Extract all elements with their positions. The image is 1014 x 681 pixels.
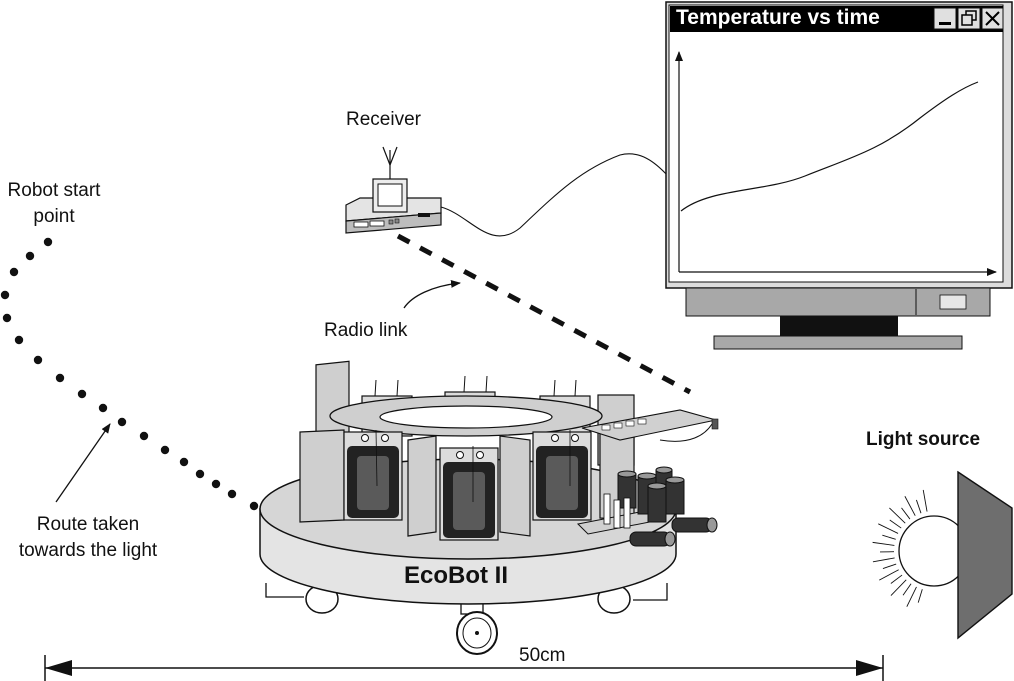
radio-link-beam <box>396 233 692 395</box>
temperature-curve <box>680 81 979 212</box>
capacitors <box>603 466 718 547</box>
light-ray <box>902 583 912 596</box>
route-dot <box>2 313 12 323</box>
receiver-cable <box>440 153 669 237</box>
light-ray <box>882 563 897 570</box>
light-ray <box>889 519 902 529</box>
light-ray <box>879 569 899 581</box>
robot-start-label-line2: point <box>33 206 75 227</box>
light-ray <box>904 496 916 516</box>
light-ray <box>890 579 907 596</box>
receiver-device <box>345 146 442 234</box>
fuel-cell <box>343 429 403 521</box>
light-ray <box>872 541 895 546</box>
route-dot <box>33 355 43 365</box>
fuel-cell <box>439 446 499 541</box>
route-dot <box>211 479 221 489</box>
route-pointer-arrow <box>55 423 111 503</box>
light-ray <box>906 586 917 607</box>
route-dot <box>227 489 237 499</box>
route-dot <box>14 335 24 345</box>
light-ray <box>872 557 895 563</box>
light-ray <box>882 534 896 540</box>
route-dot <box>160 445 170 455</box>
robot-route-path <box>0 237 259 511</box>
light-ray <box>922 489 928 512</box>
robot-name-label: EcoBot II <box>404 562 509 589</box>
route-dot <box>139 431 149 441</box>
window-title: Temperature vs time <box>676 6 880 29</box>
receiver-label: Receiver <box>346 109 421 130</box>
fuel-cell <box>532 430 592 521</box>
light-ray <box>915 499 922 514</box>
light-ray <box>878 523 899 534</box>
restore-icon[interactable] <box>957 7 981 30</box>
route-label: Route taken towards the light <box>2 512 174 564</box>
light-source-lamp <box>872 470 1013 640</box>
route-label-line2: towards the light <box>18 540 158 561</box>
light-source-label: Light source <box>866 429 981 450</box>
route-dot <box>249 501 259 511</box>
close-icon[interactable] <box>981 7 1004 30</box>
route-dot <box>117 417 127 427</box>
route-dot <box>179 457 189 467</box>
route-dot <box>9 267 19 277</box>
route-dot <box>195 469 205 479</box>
light-ray <box>901 507 911 520</box>
radio-link-label: Radio link <box>324 320 408 341</box>
route-dot <box>55 373 65 383</box>
light-ray <box>917 589 923 603</box>
route-dot <box>98 403 108 413</box>
light-ray <box>889 507 906 524</box>
route-dot <box>43 237 53 247</box>
distance-label: 50cm <box>519 645 566 666</box>
route-dot <box>25 251 35 261</box>
monitor <box>665 1 1013 350</box>
robot-start-label-line1: Robot start <box>7 180 101 201</box>
radio-pointer-arrow <box>403 279 461 309</box>
route-label-line1: Route taken <box>36 514 140 535</box>
ecobot-robot <box>259 360 719 655</box>
light-ray <box>890 574 903 584</box>
route-dot <box>77 389 87 399</box>
route-dot <box>0 290 10 300</box>
robot-start-label: Robot start point <box>0 178 110 230</box>
minimize-icon[interactable] <box>933 7 957 30</box>
